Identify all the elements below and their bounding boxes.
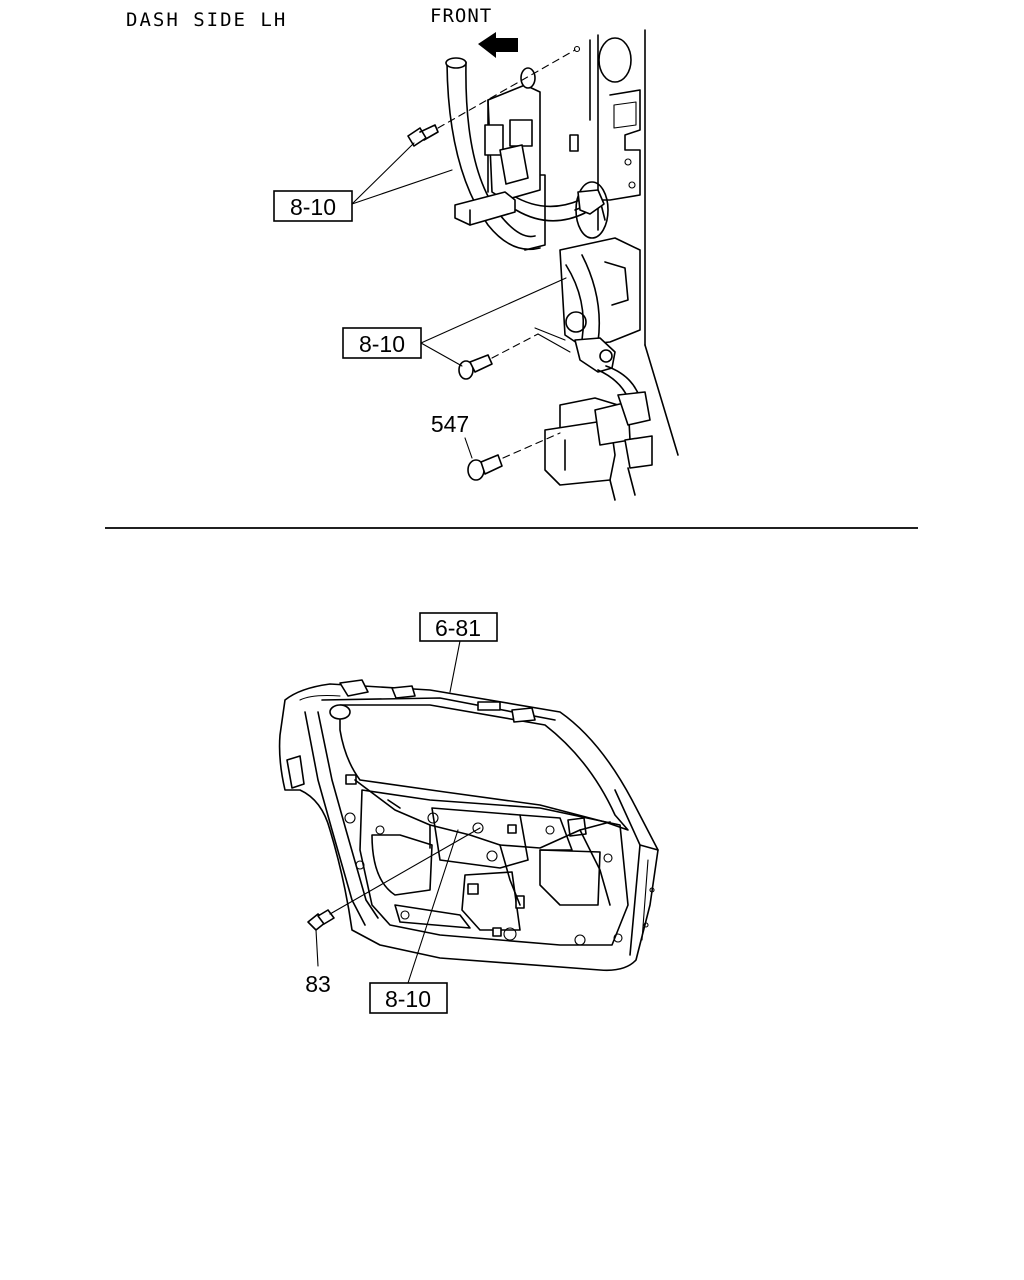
front-arrow-icon: [478, 32, 518, 58]
callout-door-ref-label: 6-81: [435, 615, 481, 641]
callout-harness-ref: 8-10: [369, 829, 459, 1014]
callout-middle-ref: 8-10: [342, 277, 567, 367]
callout-middle-ref-label: 8-10: [359, 331, 405, 357]
bolt-547-icon: [464, 432, 561, 481]
section-title: DASH SIDE LH: [126, 9, 287, 31]
screw-83-icon: [307, 827, 481, 967]
callout-door-ref: 6-81: [419, 612, 498, 693]
callout-upper-ref: 8-10: [273, 142, 453, 222]
top-section: DASH SIDE LH FRONT: [126, 5, 679, 501]
middle-screw-icon: [458, 333, 571, 380]
upper-screw-icon: [407, 45, 581, 147]
part-number-83: 83: [305, 971, 331, 997]
front-direction-label: FRONT: [430, 5, 492, 27]
callout-upper-ref-label: 8-10: [290, 194, 336, 220]
lower-connector: [534, 254, 653, 501]
dash-side-panel: [559, 29, 679, 456]
callout-harness-ref-label: 8-10: [385, 986, 431, 1012]
bottom-section: 6-81: [278, 612, 659, 1014]
tailgate-door: [278, 679, 659, 972]
upper-connector-bracket: [454, 67, 541, 226]
part-number-547: 547: [431, 411, 469, 437]
